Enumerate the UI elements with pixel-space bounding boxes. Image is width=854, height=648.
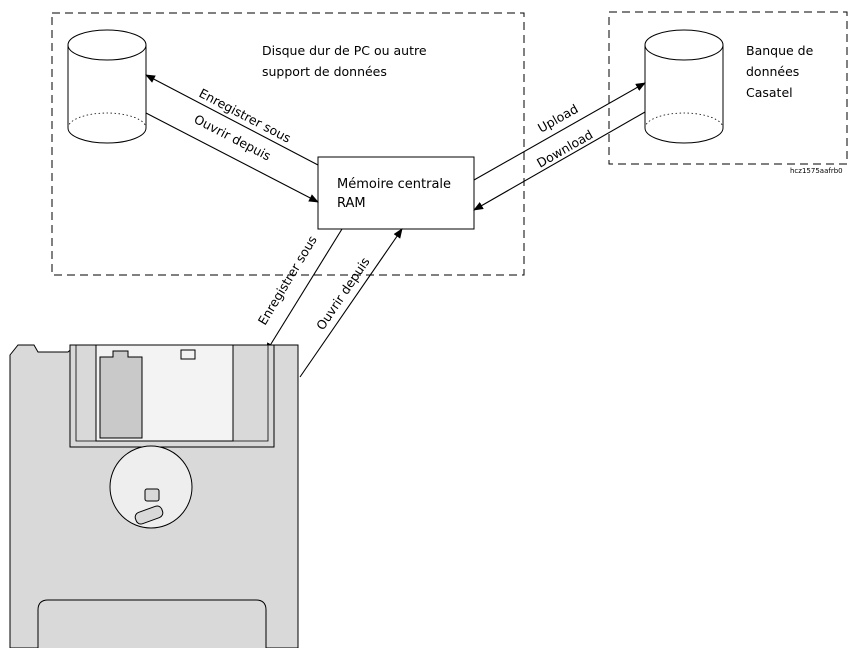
upload-arrow xyxy=(473,82,646,181)
disk-open-arrow xyxy=(145,112,319,203)
ram-label-line1: Mémoire centrale xyxy=(337,177,451,192)
hard-disk-label-line2: support de données xyxy=(262,64,387,79)
hard-disk-cylinder-icon xyxy=(67,29,147,144)
reference-code: hcz1575aafrb0 xyxy=(790,167,843,175)
ram-label-line2: RAM xyxy=(337,196,366,211)
database-label-line1: Banque de xyxy=(746,43,814,58)
hard-disk-region xyxy=(51,12,525,276)
database-cylinder-icon xyxy=(644,29,724,144)
floppy-disk-icon xyxy=(9,344,299,648)
download-arrow xyxy=(473,111,646,211)
database-label-line2: données xyxy=(746,64,799,79)
database-label-line3: Casatel xyxy=(746,85,793,100)
floppy-open-arrow xyxy=(299,228,403,378)
floppy-save-arrow xyxy=(265,228,343,353)
hard-disk-label-line1: Disque dur de PC ou autre xyxy=(262,43,427,58)
database-region xyxy=(608,11,848,165)
upload-label: Upload xyxy=(535,101,581,136)
ram-box xyxy=(317,156,475,230)
floppy-open-label: Ouvrir depuis xyxy=(313,254,373,332)
disk-save-arrow xyxy=(145,74,319,166)
